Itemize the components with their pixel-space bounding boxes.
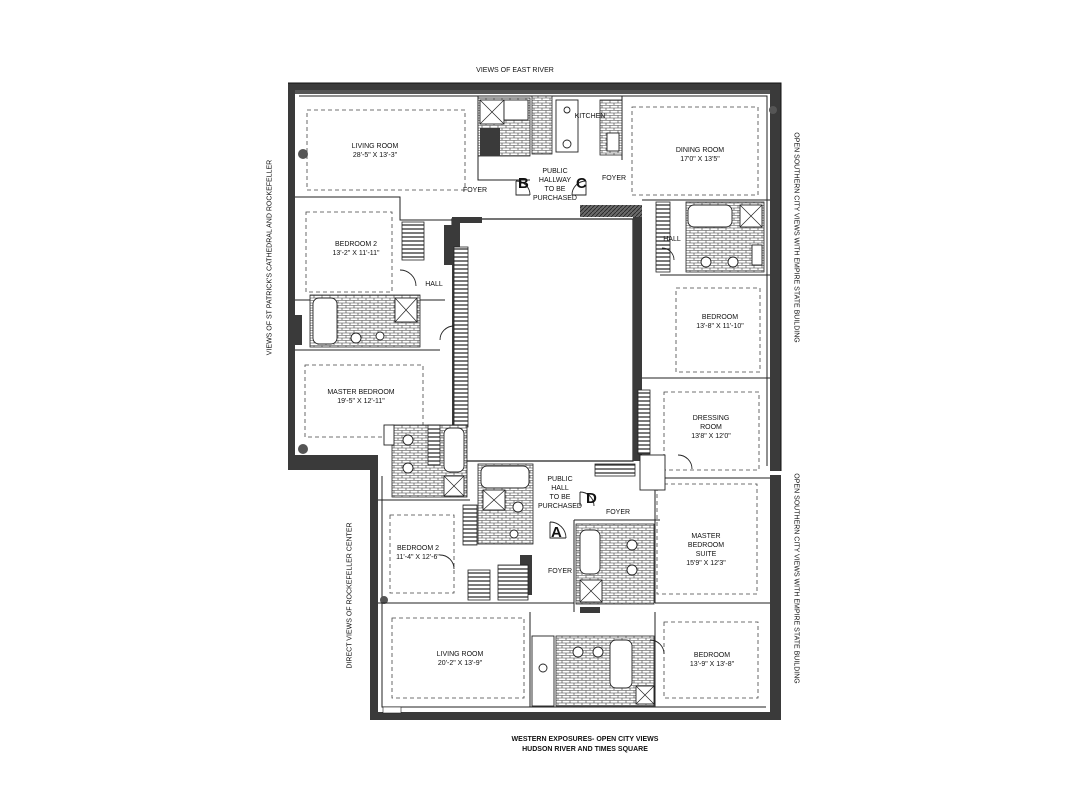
east-upper-exposure-label: OPEN SOUTHERN CITY VIEWS WITH EMPIRE STA… xyxy=(792,132,800,343)
hallway-line: TO BE xyxy=(544,186,566,193)
room-hall-west: HALL xyxy=(425,281,443,288)
room-name: BEDROOM xyxy=(687,542,725,549)
room-size: 13'-8" x 11'-10" xyxy=(696,323,744,330)
west-upper-exposure-label: VIEWS OF ST PATRICK'S CATHEDRAL AND ROCK… xyxy=(266,159,274,356)
room-dressing-room: DRESSING ROOM 13'8" X 12'0" xyxy=(676,414,746,441)
room-public-hall-south: PUBLIC HALL TO BE PURCHASED xyxy=(535,475,585,511)
room-foyer-c: FOYER xyxy=(601,175,627,182)
north-bath-kitchen xyxy=(309,95,765,498)
hall-line: TO BE xyxy=(549,494,571,501)
hallway-line: PUBLIC xyxy=(542,168,568,175)
south-exposure-label-2: HUDSON RIVER AND TIMES SQUARE xyxy=(522,746,648,753)
entry-marker-b: B xyxy=(518,175,529,192)
room-bedroom2-south: BEDROOM 2 11'-4" x 12'-6" xyxy=(390,544,446,562)
entry-marker-a: A xyxy=(551,524,562,541)
room-size: 20'-2" x 13'-9" xyxy=(437,660,483,667)
room-name: BEDROOM 2 xyxy=(396,545,439,552)
north-arrow-plate xyxy=(382,706,402,714)
room-name: BEDROOM xyxy=(693,652,731,659)
room-foyer-d: FOYER xyxy=(605,509,631,516)
entry-marker-d: D xyxy=(586,490,597,507)
room-size: 13'-2" x 11'-11" xyxy=(332,250,380,257)
room-master-suite: MASTER BEDROOM SUITE 15'9" x 12'3" xyxy=(676,532,736,568)
south-exposure-label-1: WESTERN EXPOSURES- OPEN CITY VIEWS xyxy=(511,736,659,743)
room-size: 15'9" x 12'3" xyxy=(686,560,726,567)
room-name: MASTER BEDROOM xyxy=(327,389,395,396)
hallway-line: PURCHASED xyxy=(533,195,577,202)
room-public-hallway: PUBLIC HALLWAY TO BE PURCHASED xyxy=(530,167,580,203)
room-master-bedroom-west: MASTER BEDROOM 19'-5" x 12'-11" xyxy=(316,388,406,406)
room-name: DINING ROOM xyxy=(675,147,725,154)
room-name: BEDROOM xyxy=(701,314,739,321)
room-name: MASTER xyxy=(691,533,721,540)
room-size: 19'-5" x 12'-11" xyxy=(337,398,385,405)
room-foyer-a: FOYER xyxy=(547,568,573,575)
room-foyer-b: FOYER xyxy=(462,187,488,194)
room-living-room-north: LIVING ROOM 28'-5" x 13'-3" xyxy=(335,142,415,160)
hallway-line: HALLWAY xyxy=(538,177,572,184)
room-bedroom2-north: BEDROOM 2 13'-2" x 11'-11" xyxy=(318,240,394,258)
room-hall-east: HALL xyxy=(663,236,681,243)
room-bedroom-east: BEDROOM 13'-8" x 11'-10" xyxy=(680,313,760,331)
exterior-walls xyxy=(288,82,782,720)
central-core xyxy=(451,205,651,462)
room-dining-room: DINING ROOM 17'0" x 13'5" xyxy=(660,146,740,164)
room-name: BEDROOM 2 xyxy=(334,241,377,248)
hall-line: PURCHASED xyxy=(538,503,582,510)
room-living-room-south: LIVING ROOM 20'-2" x 13'-9" xyxy=(420,650,500,668)
entry-marker-c: C xyxy=(576,175,587,192)
room-name: ROOM xyxy=(700,424,722,431)
room-name: SUITE xyxy=(695,551,717,558)
south-bathrooms xyxy=(462,454,666,707)
east-lower-exposure-label: OPEN SOUTHERN CITY VIEWS WITH EMPIRE STA… xyxy=(792,473,800,684)
room-name: LIVING ROOM xyxy=(436,651,484,658)
room-name: DRESSING xyxy=(692,415,730,422)
room-name: LIVING ROOM xyxy=(351,143,399,150)
north-exposure-label: VIEWS OF EAST RIVER xyxy=(476,67,554,74)
hall-line: PUBLIC xyxy=(547,476,573,483)
room-size: 11'-4" x 12'-6" xyxy=(396,554,440,561)
room-size: 13'-9" x 13'-8" xyxy=(689,661,735,668)
room-kitchen: KITCHEN xyxy=(574,113,606,120)
door-swings xyxy=(399,180,693,655)
room-bedroom-south: BEDROOM 13'-9" x 13'-8" xyxy=(672,651,752,669)
hall-line: HALL xyxy=(551,485,569,492)
room-size: 28'-5" x 13'-3" xyxy=(352,152,398,159)
room-size: 13'8" X 12'0" xyxy=(691,433,731,440)
west-lower-exposure-label: DIRECT VIEWS OF ROCKEFELLER CENTER xyxy=(346,522,354,669)
room-size: 17'0" x 13'5" xyxy=(680,156,720,163)
